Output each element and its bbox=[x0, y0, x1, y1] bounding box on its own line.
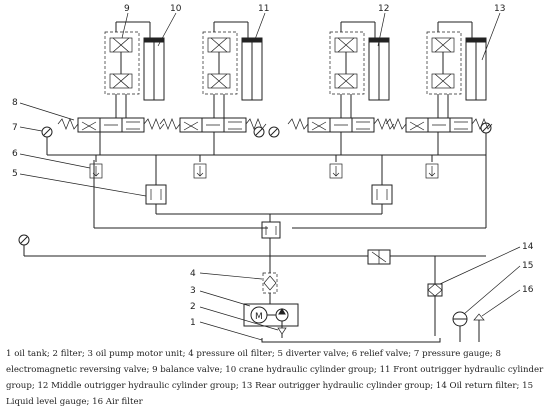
label-15: 15 bbox=[522, 261, 533, 271]
label-7: 7 bbox=[12, 123, 18, 133]
motor-symbol: M bbox=[255, 312, 263, 322]
label-16: 16 bbox=[522, 285, 534, 295]
air-filter-icon bbox=[473, 313, 485, 342]
label-9: 9 bbox=[124, 4, 130, 14]
reversing-valve-1 bbox=[57, 117, 165, 133]
pressure-lines bbox=[23, 132, 487, 336]
label-14: 14 bbox=[522, 242, 534, 252]
relief-valve-icon bbox=[89, 163, 439, 179]
actuator-group-3 bbox=[329, 31, 390, 101]
label-12: 12 bbox=[378, 4, 389, 14]
label-1: 1 bbox=[190, 318, 196, 328]
reversing-valve-4 bbox=[385, 117, 493, 133]
level-gauge-icon bbox=[452, 311, 468, 342]
figure-caption: 1 oil tank; 2 filter; 3 oil pump motor u… bbox=[6, 349, 544, 407]
label-6: 6 bbox=[12, 149, 18, 159]
label-2: 2 bbox=[190, 302, 196, 312]
actuator-group-4 bbox=[426, 31, 487, 101]
pressure-gauge-icon bbox=[18, 122, 492, 246]
component-labels: 9 10 11 12 13 8 7 6 5 4 3 2 1 14 15 16 bbox=[12, 4, 534, 328]
label-4: 4 bbox=[190, 269, 196, 279]
reversing-valve-2 bbox=[159, 117, 267, 133]
return-filter-icon bbox=[367, 249, 443, 297]
reversing-valve-3 bbox=[287, 117, 395, 133]
diverter-valve-icon bbox=[145, 184, 393, 239]
actuator-group-2 bbox=[202, 31, 263, 101]
pump-unit: M bbox=[243, 272, 441, 343]
label-5: 5 bbox=[12, 169, 18, 179]
label-8: 8 bbox=[12, 98, 18, 108]
label-3: 3 bbox=[190, 286, 196, 296]
label-13: 13 bbox=[494, 4, 505, 14]
hydraulic-system-diagram: M 9 10 11 bbox=[12, 4, 534, 343]
actuator-group-1 bbox=[104, 31, 165, 101]
leader-lines bbox=[19, 12, 521, 341]
label-11: 11 bbox=[258, 4, 269, 14]
label-10: 10 bbox=[170, 4, 182, 14]
actuator-lines bbox=[115, 21, 473, 118]
